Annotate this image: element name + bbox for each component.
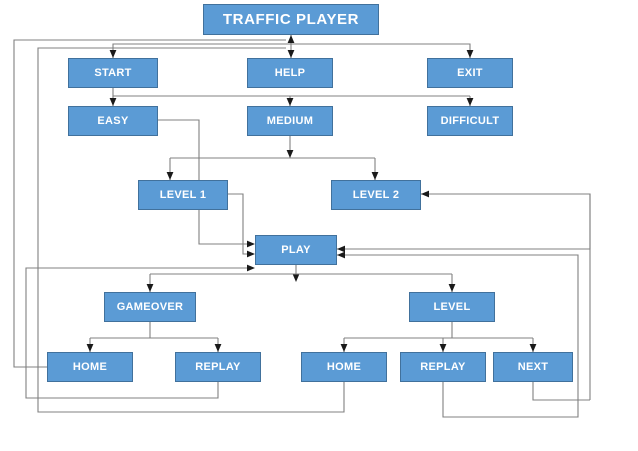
node-level-1-label: LEVEL 1: [159, 188, 207, 201]
connector-next-to-level-2: [421, 190, 591, 401]
connector-play-to-outcomes: [146, 265, 456, 292]
node-level-2[interactable]: LEVEL 2: [331, 180, 421, 210]
node-difficult-label: DIFFICULT: [440, 114, 500, 127]
node-help[interactable]: HELP: [247, 58, 333, 88]
node-gameover-label: GAMEOVER: [116, 300, 184, 313]
node-gameover[interactable]: GAMEOVER: [104, 292, 196, 322]
connector-start-to-difficulty-bus: [109, 88, 474, 106]
node-home-right-label: HOME: [326, 360, 362, 373]
node-replay-right-label: REPLAY: [420, 360, 466, 373]
connector-exit-to-title: [291, 43, 474, 58]
connector-start-to-title: [109, 35, 292, 58]
node-replay-left-label: REPLAY: [195, 360, 241, 373]
node-medium[interactable]: MEDIUM: [247, 106, 333, 136]
node-play[interactable]: PLAY: [255, 235, 337, 265]
node-next[interactable]: NEXT: [493, 352, 573, 382]
node-difficult[interactable]: DIFFICULT: [427, 106, 513, 136]
connector-level-1-to-play: [228, 193, 255, 258]
node-home-left[interactable]: HOME: [47, 352, 133, 382]
node-level-1[interactable]: LEVEL 1: [138, 180, 228, 210]
node-home-right[interactable]: HOME: [301, 352, 387, 382]
node-replay-left[interactable]: REPLAY: [175, 352, 261, 382]
node-exit-label: EXIT: [457, 66, 483, 79]
connector-home-right-to-menu: [37, 47, 345, 413]
node-start[interactable]: START: [68, 58, 158, 88]
connector-gameover-to-buttons: [86, 322, 222, 352]
node-play-label: PLAY: [281, 243, 311, 256]
connector-replay-left-to-play: [25, 264, 255, 399]
node-traffic-player[interactable]: TRAFFIC PLAYER: [203, 4, 379, 35]
node-level-label: LEVEL: [433, 300, 471, 313]
node-replay-right[interactable]: REPLAY: [400, 352, 486, 382]
node-start-label: START: [94, 66, 132, 79]
node-exit[interactable]: EXIT: [427, 58, 513, 88]
node-next-label: NEXT: [517, 360, 549, 373]
node-traffic-player-label: TRAFFIC PLAYER: [222, 11, 360, 28]
node-level-2-label: LEVEL 2: [352, 188, 400, 201]
node-easy-label: EASY: [97, 114, 129, 127]
connector-replay-right-to-play: [337, 251, 579, 418]
connector-level-to-buttons: [340, 322, 537, 352]
node-home-left-label: HOME: [72, 360, 108, 373]
node-medium-label: MEDIUM: [266, 114, 314, 127]
connector-home-left-to-menu: [13, 39, 286, 368]
connector-medium-to-levels: [166, 136, 379, 180]
node-help-label: HELP: [274, 66, 306, 79]
node-level[interactable]: LEVEL: [409, 292, 495, 322]
node-easy[interactable]: EASY: [68, 106, 158, 136]
connector-help-to-title: [287, 35, 295, 58]
